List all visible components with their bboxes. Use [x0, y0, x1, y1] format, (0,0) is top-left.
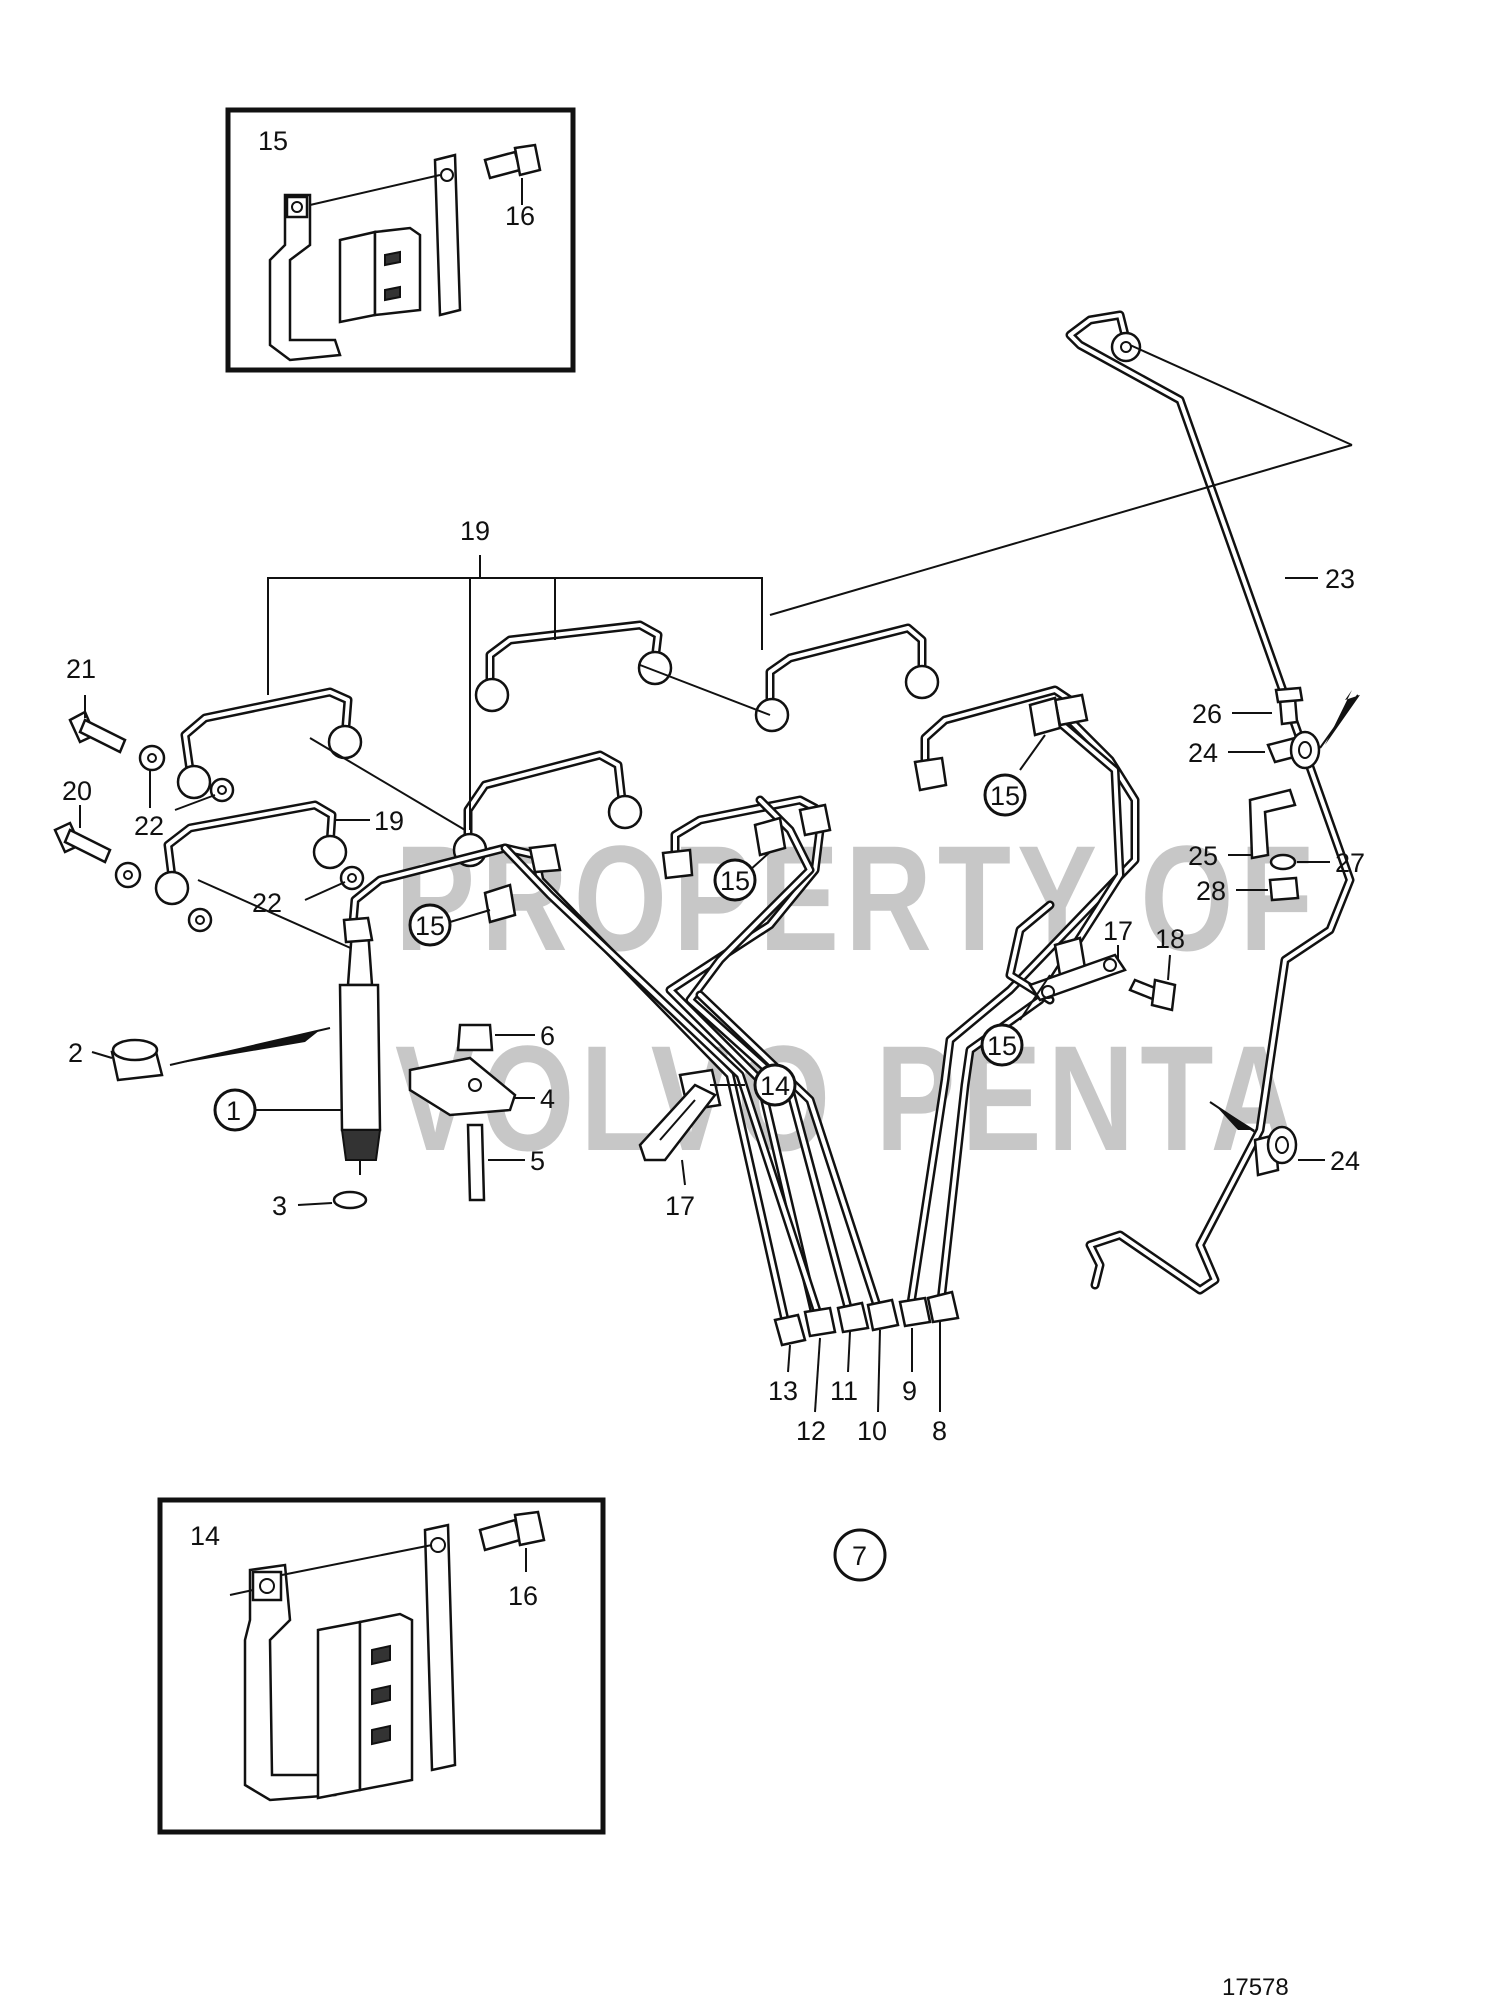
callout-18: 18	[1155, 924, 1185, 954]
callout-12: 12	[796, 1416, 826, 1446]
pipe-clamps: 17 17 18 14 15 15 15 15	[408, 696, 1185, 1221]
callout-3: 3	[272, 1191, 287, 1221]
delivery-pipes-8-13: 13 12 11 10 9 8	[342, 685, 1140, 1446]
callout-15-b: 15	[720, 866, 750, 896]
callout-16-bottom: 16	[508, 1581, 538, 1611]
callout-20: 20	[62, 776, 92, 806]
callout-28: 28	[1196, 876, 1226, 906]
set-callout-7: 7	[833, 1528, 887, 1582]
callout-1: 1	[226, 1096, 241, 1126]
callout-22-b: 22	[252, 888, 282, 918]
callout-14: 14	[760, 1071, 790, 1101]
callout-15-inset: 15	[258, 126, 288, 156]
fuel-return-line-23: 23	[769, 310, 1355, 1295]
return-line-clamp-group: 26 24 25 27 28 24	[1188, 686, 1365, 1177]
callout-25: 25	[1188, 841, 1218, 871]
callout-22-a: 22	[134, 811, 164, 841]
callout-9: 9	[902, 1376, 917, 1406]
callout-5: 5	[530, 1146, 545, 1176]
callout-14-inset: 14	[190, 1521, 220, 1551]
watermark: PROPERTY OF VOLVO PENTA	[395, 814, 1319, 1182]
callout-17-right: 17	[1103, 916, 1133, 946]
callout-11: 11	[830, 1376, 858, 1406]
watermark-line-2: VOLVO PENTA	[395, 1014, 1303, 1182]
callout-19-top: 19	[460, 516, 490, 546]
callout-15-d: 15	[987, 1031, 1017, 1061]
inset-clamp-15: 15 16	[225, 107, 576, 373]
callout-17-left: 17	[665, 1191, 695, 1221]
callout-8: 8	[932, 1416, 947, 1446]
callout-6: 6	[540, 1021, 555, 1051]
banjo-bolts-washers: 21 20 22 22	[53, 654, 365, 933]
injector-assembly: 1 2 3 4 6 5	[68, 928, 555, 1221]
figure-number: 17578	[1222, 1974, 1289, 2001]
callout-23: 23	[1325, 564, 1355, 594]
callout-10: 10	[857, 1416, 887, 1446]
callout-7: 7	[852, 1541, 867, 1571]
callout-15-a: 15	[415, 911, 445, 941]
callout-21: 21	[66, 654, 96, 684]
callout-2: 2	[68, 1038, 83, 1068]
callout-26: 26	[1192, 699, 1222, 729]
callout-15-c: 15	[990, 781, 1020, 811]
callout-24-b: 24	[1330, 1146, 1360, 1176]
callout-4: 4	[540, 1084, 555, 1114]
callout-19-side: 19	[374, 806, 404, 836]
callout-13: 13	[768, 1376, 798, 1406]
injection-pipe-19-group: 19 19	[154, 516, 940, 951]
callout-24-a: 24	[1188, 738, 1218, 768]
inset-clamp-14: 14 16	[157, 1497, 606, 1835]
callout-27: 27	[1335, 848, 1365, 878]
callout-16-top: 16	[505, 201, 535, 231]
watermark-line-1: PROPERTY OF	[395, 814, 1319, 982]
